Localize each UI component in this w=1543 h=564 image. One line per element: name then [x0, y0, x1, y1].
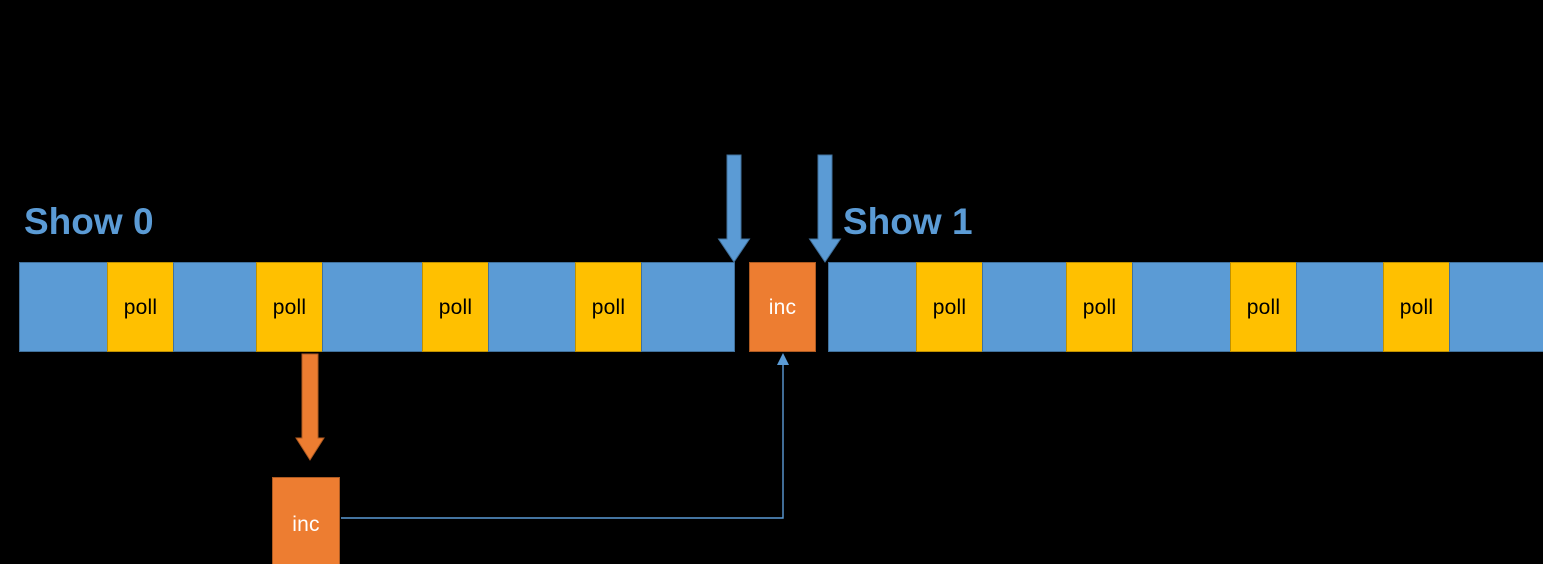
show1-idle-block: [1449, 262, 1543, 352]
poll-label: poll: [438, 295, 473, 319]
show1-idle-block: [982, 262, 1067, 352]
show-1-frame-arrow-icon: [808, 154, 842, 263]
poll-label: poll: [1082, 295, 1117, 319]
poll-label: poll: [932, 295, 967, 319]
show0-idle-block: [19, 262, 108, 352]
deferred-inc-connector-icon: [341, 353, 789, 519]
show1-poll-block: poll: [1066, 262, 1133, 352]
show1-idle-block: [1296, 262, 1384, 352]
inc-label: inc: [292, 513, 320, 536]
deferred-inc-block: inc: [272, 477, 340, 564]
show1-poll-block: poll: [1230, 262, 1297, 352]
show0-poll-block: poll: [256, 262, 323, 352]
poll-label: poll: [272, 295, 307, 319]
show1-poll-block: poll: [1383, 262, 1450, 352]
inc-label: inc: [768, 295, 797, 319]
poll-label: poll: [1246, 295, 1281, 319]
show1-idle-block: [828, 262, 917, 352]
show0-idle-block: [641, 262, 735, 352]
show1-poll-block: poll: [916, 262, 983, 352]
poll-label: poll: [591, 295, 626, 319]
poll-label: poll: [1399, 295, 1434, 319]
show0-idle-block: [488, 262, 576, 352]
show-1-label: Show 1: [843, 201, 973, 242]
poll-label: poll: [123, 295, 158, 319]
show0-poll-block: poll: [422, 262, 489, 352]
show-0-frame-arrow-icon: [717, 154, 751, 263]
show1-idle-block: [1132, 262, 1231, 352]
show0-idle-block: [173, 262, 257, 352]
defer-inc-arrow-icon: [295, 353, 325, 461]
show-0-label: Show 0: [24, 201, 154, 242]
inline-inc-block: inc: [749, 262, 816, 352]
